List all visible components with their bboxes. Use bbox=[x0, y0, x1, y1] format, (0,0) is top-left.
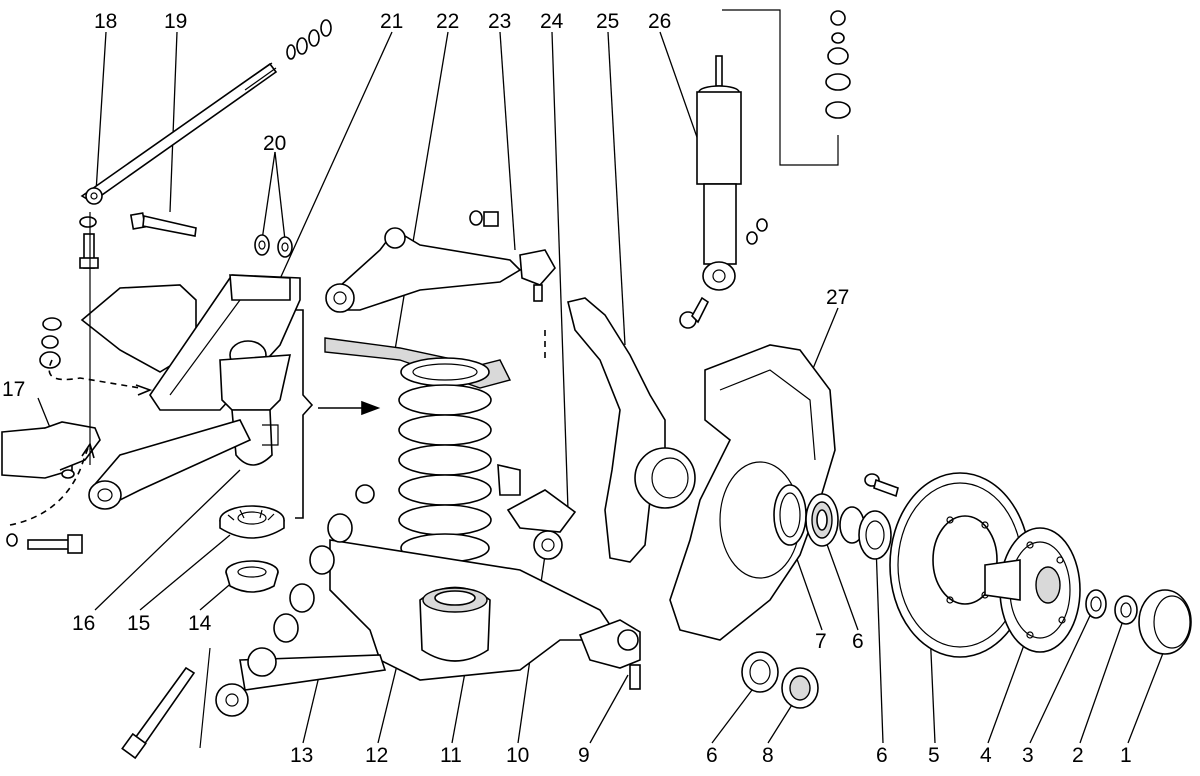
washers-21 bbox=[254, 234, 293, 258]
coil-spring bbox=[398, 357, 492, 563]
callout-26: 25 bbox=[596, 10, 619, 33]
callout-3: 3 bbox=[1022, 744, 1034, 767]
callout-11: 10 bbox=[506, 744, 529, 767]
bolt-bottom-left bbox=[6, 533, 83, 554]
brake-splash-shield bbox=[669, 344, 836, 641]
callout-5: 5 bbox=[928, 744, 940, 767]
dashed-leaders-left bbox=[9, 212, 153, 526]
steering-knuckle bbox=[544, 297, 696, 563]
callout-18: 17 bbox=[2, 378, 25, 401]
callout-4: 4 bbox=[980, 744, 992, 767]
callout-16: 15 bbox=[127, 612, 150, 635]
callout-7: 6 bbox=[852, 630, 864, 653]
callout-14: 13 bbox=[290, 744, 313, 767]
ball-joint-10 bbox=[578, 619, 641, 690]
callout-8: 7 bbox=[815, 630, 827, 653]
bolt-20 bbox=[129, 212, 197, 237]
long-bolt bbox=[121, 647, 211, 760]
callout-labels: 18 19 20 21 22 23 24 25 26 27 17 16 15 1… bbox=[2, 10, 1132, 767]
bearing-9 bbox=[781, 667, 819, 709]
nuts-upper-arm bbox=[469, 210, 499, 227]
callout-12: 11 bbox=[440, 744, 462, 767]
nuts-left-stack bbox=[39, 317, 62, 369]
callout-2: 2 bbox=[1072, 744, 1084, 767]
grease-cap-1 bbox=[1138, 589, 1192, 655]
callout-10: 9 bbox=[578, 744, 590, 767]
chassis-stub-18 bbox=[1, 421, 101, 479]
nut-2 bbox=[1114, 595, 1138, 625]
callout-6-lower: 6 bbox=[706, 744, 718, 767]
race-6-lower bbox=[741, 651, 779, 693]
stud-bolt bbox=[864, 473, 899, 498]
mount-bracket bbox=[80, 274, 301, 411]
group-brace bbox=[295, 309, 381, 519]
tie-rod-washers bbox=[286, 19, 332, 60]
washer-3 bbox=[1085, 589, 1107, 619]
brake-disc bbox=[889, 472, 1031, 658]
tie-rod bbox=[80, 62, 278, 205]
shock-lower-nuts bbox=[746, 218, 768, 245]
lower-arm-rear bbox=[88, 419, 252, 510]
bearing-7 bbox=[805, 493, 839, 547]
callout-24: 23 bbox=[488, 10, 511, 33]
bushings-11 bbox=[355, 484, 577, 560]
seal-8 bbox=[773, 484, 807, 546]
callout-1: 1 bbox=[1120, 744, 1132, 767]
callout-25: 24 bbox=[540, 10, 564, 33]
bolt-knuckle bbox=[679, 296, 710, 329]
small-bolt-left bbox=[79, 216, 99, 269]
bushing-stack-14 bbox=[215, 513, 353, 717]
wheel-hub bbox=[984, 527, 1081, 653]
callout-15: 14 bbox=[188, 612, 212, 635]
strut-17 bbox=[219, 340, 292, 466]
shock-absorber bbox=[696, 55, 742, 291]
upper-control-arm bbox=[325, 227, 556, 313]
callout-27: 26 bbox=[648, 10, 671, 33]
callout-6-upper: 6 bbox=[876, 744, 888, 767]
callout-21: 20 bbox=[263, 132, 286, 155]
callout-20: 19 bbox=[164, 10, 187, 33]
callout-28: 27 bbox=[826, 286, 849, 309]
callout-17: 16 bbox=[72, 612, 95, 635]
lower-control-arm bbox=[239, 539, 622, 691]
spring-seat-15 bbox=[225, 560, 279, 593]
race-6-upper bbox=[839, 506, 892, 560]
shock-hardware-stack bbox=[722, 9, 851, 166]
callout-9: 8 bbox=[762, 744, 774, 767]
callout-19: 18 bbox=[94, 10, 117, 33]
callout-23: 22 bbox=[436, 10, 459, 33]
spring-seat-16 bbox=[219, 505, 285, 539]
callout-22: 21 bbox=[380, 10, 403, 33]
callout-13: 12 bbox=[365, 744, 388, 767]
